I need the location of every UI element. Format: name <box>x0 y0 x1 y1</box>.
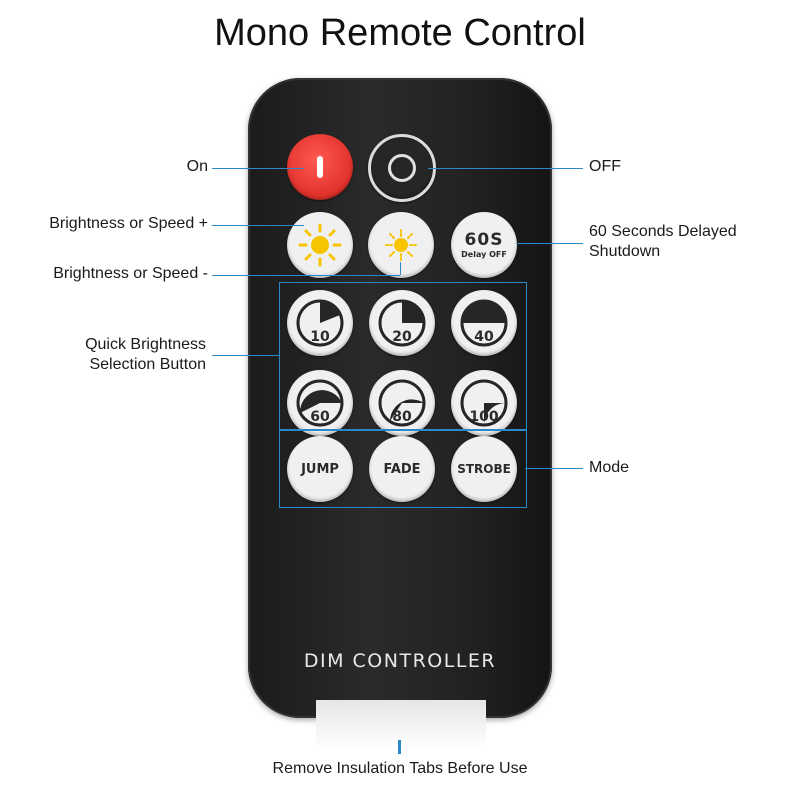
power-on-icon <box>317 156 323 178</box>
brightness-up-button[interactable] <box>287 212 353 278</box>
brightness-down-label: Brightness or Speed - <box>53 265 208 282</box>
quick-brightness-label-line2: Selection Button <box>89 356 206 373</box>
on-label: On <box>186 158 208 175</box>
mode-label: Mode <box>589 459 630 476</box>
quick-button-value: 20 <box>392 329 412 345</box>
power-off-icon <box>388 154 416 182</box>
insulation-tab-pointer <box>398 740 401 754</box>
on-leader-line <box>212 168 304 169</box>
mode-button-strobe[interactable]: STROBE <box>451 436 517 502</box>
remote-label: DIM CONTROLLER <box>303 650 497 672</box>
brightness-down-leader-line <box>212 275 400 276</box>
mode-button-label: FADE <box>383 461 421 477</box>
mode-button-label: JUMP <box>301 461 339 477</box>
brightness-level-icon: 10 <box>294 297 346 349</box>
quick-button-value: 100 <box>469 409 499 425</box>
sun-small-icon <box>385 229 417 261</box>
sun-large-icon <box>298 223 342 267</box>
mode-button-fade[interactable]: FADE <box>369 436 435 502</box>
brightness-up-leader-line <box>212 225 304 226</box>
brightness-up-label: Brightness or Speed + <box>49 215 208 232</box>
quick-brightness-button-80[interactable]: 80 <box>369 370 435 436</box>
brightness-level-icon: 100 <box>458 377 510 429</box>
off-button[interactable] <box>368 134 436 202</box>
delay-off-button[interactable]: 60S Delay OFF <box>451 212 517 278</box>
delay-button-main-text: 60S <box>464 229 504 250</box>
brightness-down-leader-vertical <box>400 262 401 275</box>
on-button[interactable] <box>287 134 353 200</box>
brightness-down-button[interactable] <box>368 212 434 278</box>
delay-button-sub-text: Delay OFF <box>461 249 507 259</box>
insulation-tab[interactable] <box>316 700 486 746</box>
quick-brightness-leader-line <box>212 355 279 356</box>
off-leader-line <box>428 168 583 169</box>
brightness-level-icon: 60 <box>294 377 346 429</box>
quick-brightness-group <box>279 282 527 430</box>
quick-button-value: 60 <box>310 409 330 425</box>
page-title: Mono Remote Control <box>214 12 586 54</box>
quick-button-value: 40 <box>474 329 494 345</box>
quick-brightness-label-line1: Quick Brightness <box>85 336 206 353</box>
off-label: OFF <box>589 158 621 175</box>
mode-group <box>279 430 527 508</box>
brightness-level-icon: 20 <box>376 297 428 349</box>
mode-button-label: STROBE <box>457 462 511 476</box>
quick-brightness-button-100[interactable]: 100 <box>451 370 517 436</box>
brightness-level-icon: 80 <box>376 377 428 429</box>
mode-leader-line <box>525 468 583 469</box>
quick-button-value: 80 <box>392 409 412 425</box>
delay-label-line1: 60 Seconds Delayed <box>589 223 737 240</box>
quick-brightness-button-60[interactable]: 60 <box>287 370 353 436</box>
delay-leader-line <box>516 243 583 244</box>
mode-button-jump[interactable]: JUMP <box>287 436 353 502</box>
insulation-note: Remove Insulation Tabs Before Use <box>272 760 528 777</box>
quick-brightness-button-40[interactable]: 40 <box>451 290 517 356</box>
quick-brightness-button-20[interactable]: 20 <box>369 290 435 356</box>
quick-button-value: 10 <box>310 329 330 345</box>
delay-label-line2: Shutdown <box>589 243 661 260</box>
quick-brightness-button-10[interactable]: 10 <box>287 290 353 356</box>
brightness-level-icon: 40 <box>458 297 510 349</box>
